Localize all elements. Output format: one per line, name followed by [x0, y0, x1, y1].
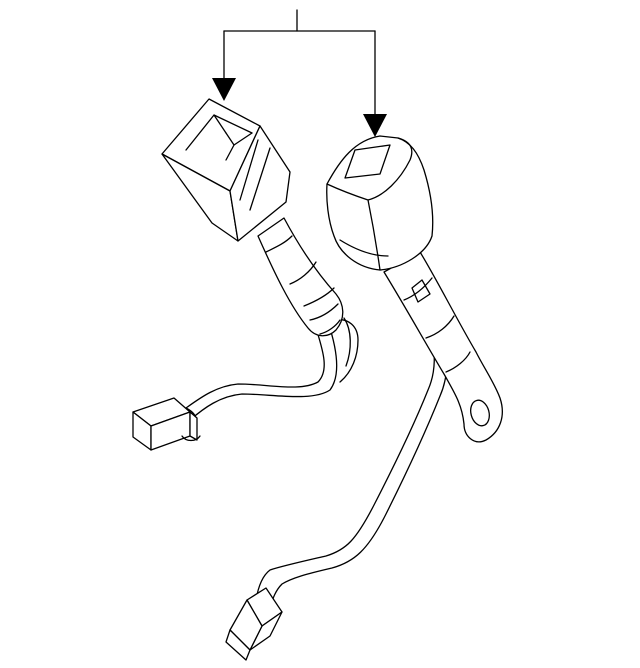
- right-seat-belt-buckle[interactable]: [225, 135, 503, 661]
- right-wire-harness: [255, 325, 448, 609]
- left-wire-harness: [185, 317, 359, 425]
- right-buckle-head: [326, 135, 434, 271]
- right-buckle-strap: [383, 251, 503, 443]
- left-connector-plug: [132, 397, 201, 451]
- left-buckle-head: [161, 98, 291, 242]
- callout-leader: [212, 9, 387, 137]
- release-button-icon: [344, 144, 391, 179]
- left-arrow-icon: [212, 78, 236, 101]
- anchor-bolt-hole-icon: [470, 399, 490, 427]
- left-buckle-boot: [257, 217, 344, 337]
- right-connector-plug: [225, 587, 283, 661]
- left-seat-belt-buckle[interactable]: [132, 98, 359, 451]
- right-arrow-icon: [363, 114, 387, 137]
